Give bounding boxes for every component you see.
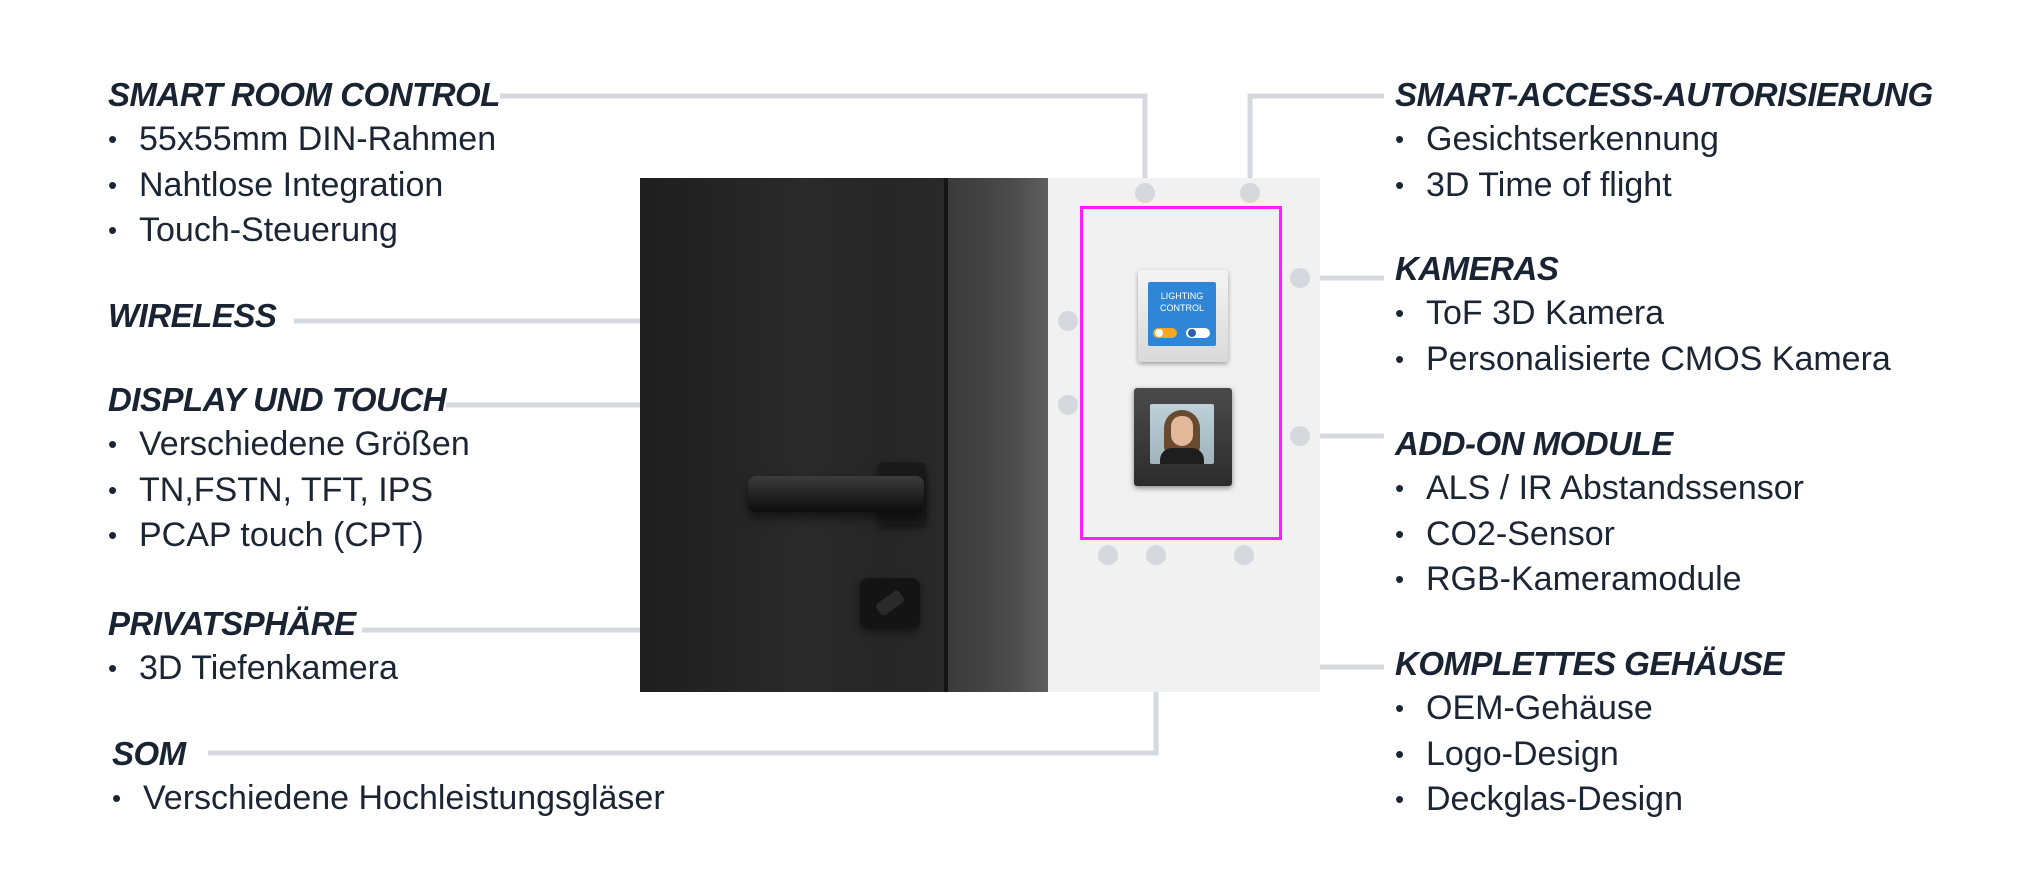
light-toggle-icon	[1186, 328, 1210, 338]
feature-item: Touch-Steuerung	[108, 208, 500, 254]
face-image	[1150, 404, 1214, 464]
feature-item: Personalisierte CMOS Kamera	[1395, 337, 1891, 383]
feature-title: KOMPLETTES GEHÄUSE	[1395, 645, 1784, 682]
connector-dot	[1290, 268, 1310, 288]
feature-item: PCAP touch (CPT)	[108, 513, 470, 559]
feature-item: ToF 3D Kamera	[1395, 291, 1891, 337]
feature-komplettes-gehaeuse: KOMPLETTES GEHÄUSE OEM-Gehäuse Logo-Desi…	[1395, 642, 1784, 823]
door-handle	[748, 476, 924, 512]
feature-add-on-module: ADD-ON MODULE ALS / IR Abstandssensor CO…	[1395, 422, 1804, 603]
connector-dot	[1058, 311, 1078, 331]
feature-wireless: WIRELESS	[108, 294, 277, 338]
connector-dot	[1058, 395, 1078, 415]
feature-item: RGB-Kameramodule	[1395, 557, 1804, 603]
feature-item: 3D Time of flight	[1395, 163, 1933, 209]
door-frame	[948, 178, 1048, 692]
feature-title: ADD-ON MODULE	[1395, 425, 1673, 462]
lighting-control-label: LIGHTING CONTROL	[1159, 291, 1204, 313]
feature-title: PRIVATSPHÄRE	[108, 605, 356, 642]
feature-kameras: KAMERAS ToF 3D Kamera Personalisierte CM…	[1395, 247, 1891, 382]
feature-item: TN,FSTN, TFT, IPS	[108, 468, 470, 514]
connector-dot	[1098, 545, 1118, 565]
feature-title: WIRELESS	[108, 297, 277, 334]
feature-title: SMART-ACCESS-AUTORISIERUNG	[1395, 76, 1933, 113]
lighting-control-panel: LIGHTING CONTROL	[1138, 270, 1228, 362]
connector-dot	[1135, 183, 1155, 203]
connector-smart-access	[1247, 93, 1384, 193]
feature-item: Verschiedene Hochleistungsgläser	[112, 776, 665, 822]
feature-item: 3D Tiefenkamera	[108, 646, 398, 692]
feature-item: Deckglas-Design	[1395, 777, 1784, 823]
connector-dot	[1240, 183, 1260, 203]
feature-title: KAMERAS	[1395, 250, 1559, 287]
door-lock	[860, 578, 920, 628]
feature-display-touch: DISPLAY UND TOUCH Verschiedene Größen TN…	[108, 378, 470, 559]
product-photo	[640, 178, 1320, 692]
feature-item: CO2-Sensor	[1395, 512, 1804, 558]
light-toggle-icon	[1153, 328, 1177, 338]
feature-item: 55x55mm DIN-Rahmen	[108, 117, 500, 163]
device-highlight-frame	[1080, 206, 1282, 540]
feature-item: Verschiedene Größen	[108, 422, 470, 468]
camera-display-panel	[1134, 388, 1232, 486]
feature-title: DISPLAY UND TOUCH	[108, 381, 447, 418]
feature-item: ALS / IR Abstandssensor	[1395, 466, 1804, 512]
feature-smart-room-control: SMART ROOM CONTROL 55x55mm DIN-Rahmen Na…	[108, 73, 500, 254]
feature-privatsphaere: PRIVATSPHÄRE 3D Tiefenkamera	[108, 602, 398, 692]
feature-item: OEM-Gehäuse	[1395, 686, 1784, 732]
connector-dot	[1234, 545, 1254, 565]
door-gap	[944, 178, 948, 692]
connector-dot	[1290, 426, 1310, 446]
feature-item: Logo-Design	[1395, 732, 1784, 778]
feature-som: SOM Verschiedene Hochleistungsgläser	[112, 732, 665, 822]
connector-smart-room-control	[500, 93, 1148, 193]
feature-item: Nahtlose Integration	[108, 163, 500, 209]
feature-item: Gesichtserkennung	[1395, 117, 1933, 163]
feature-title: SOM	[112, 735, 186, 772]
lighting-control-screen: LIGHTING CONTROL	[1148, 282, 1216, 346]
feature-smart-access: SMART-ACCESS-AUTORISIERUNG Gesichtserken…	[1395, 73, 1933, 208]
feature-title: SMART ROOM CONTROL	[108, 76, 500, 113]
connector-dot	[1146, 545, 1166, 565]
